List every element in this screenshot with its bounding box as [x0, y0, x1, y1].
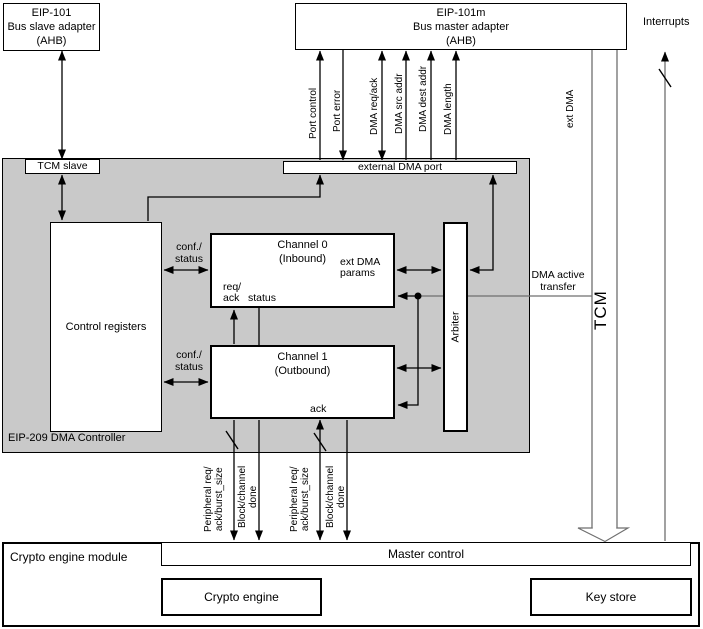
control-registers-box: Control registers — [50, 222, 162, 432]
interrupts-label: Interrupts — [643, 16, 690, 28]
eip101-desc: Bus slave adapter — [7, 21, 96, 33]
dma-dest-addr-label: DMA dest addr — [418, 65, 429, 132]
ack-label: ack — [310, 403, 327, 415]
arbiter-box: Arbiter — [443, 222, 468, 432]
ext-dma-params-label: ext DMA params — [340, 256, 381, 279]
arbiter-label: Arbiter — [449, 311, 462, 343]
bus-master-adapter-box: EIP-101m Bus master adapter (AHB) — [295, 3, 627, 50]
req-ack-label: req/ ack — [223, 281, 242, 304]
port-error-label: Port error — [332, 89, 343, 132]
bus-slash-interrupts — [658, 68, 672, 88]
tcm-label: TCM — [591, 290, 610, 330]
peripheral-req-label-2: Peripheral req/ ack/burst_size — [289, 466, 311, 532]
dma-active-transfer-label: DMA active transfer — [531, 269, 585, 293]
status-label: status — [248, 292, 277, 304]
bus-slave-adapter-box: EIP-101 Bus slave adapter (AHB) — [3, 3, 100, 51]
eip101-name: EIP-101 — [31, 7, 72, 19]
channel1-box: Channel 1 (Outbound) ack — [210, 345, 395, 419]
channel1-title: Channel 1 (Outbound) — [274, 351, 331, 377]
crypto-module-title: Crypto engine module — [10, 550, 128, 564]
master-control-box: Master control — [161, 542, 691, 566]
controller-title: EIP-209 DMA Controller — [8, 432, 126, 444]
tcm-slave-box: TCM slave — [25, 159, 100, 174]
dma-req-ack-label: DMA req/ack — [369, 77, 380, 135]
peripheral-req-label-1: Peripheral req/ ack/burst_size — [203, 466, 225, 532]
ext-dma-label: ext DMA — [565, 89, 576, 128]
eip101-bus: (AHB) — [36, 35, 67, 47]
crypto-engine-label: Crypto engine — [204, 590, 279, 604]
dma-length-label: DMA length — [443, 83, 454, 135]
eip101m-desc: Bus master adapter — [413, 20, 509, 33]
eip101m-name: EIP-101m — [436, 6, 486, 19]
master-control-label: Master control — [387, 547, 465, 561]
key-store-box: Key store — [530, 578, 692, 616]
block-done-label-1: Block/channel done — [237, 465, 259, 528]
key-store-label: Key store — [585, 590, 637, 604]
block-done-label-2: Block/channel done — [325, 465, 347, 528]
crypto-engine-box: Crypto engine — [161, 578, 322, 616]
eip101m-bus: (AHB) — [446, 34, 476, 47]
tcm-slave-label: TCM slave — [37, 160, 88, 172]
external-dma-port-label: external DMA port — [357, 161, 443, 173]
conf-status-ch0-label: conf./ status — [174, 241, 203, 265]
channel0-box: Channel 0 (Inbound) ext DMA params req/ … — [210, 233, 395, 308]
tcm-band-arrowhead — [577, 527, 631, 543]
external-dma-port-box: external DMA port — [283, 161, 517, 174]
channel0-title: Channel 0 (Inbound) — [277, 239, 328, 265]
conf-status-ch1-label: conf./ status — [174, 349, 203, 373]
port-control-label: Port control — [308, 87, 319, 139]
dma-src-addr-label: DMA src addr — [394, 73, 405, 134]
control-registers-label: Control registers — [65, 321, 147, 333]
